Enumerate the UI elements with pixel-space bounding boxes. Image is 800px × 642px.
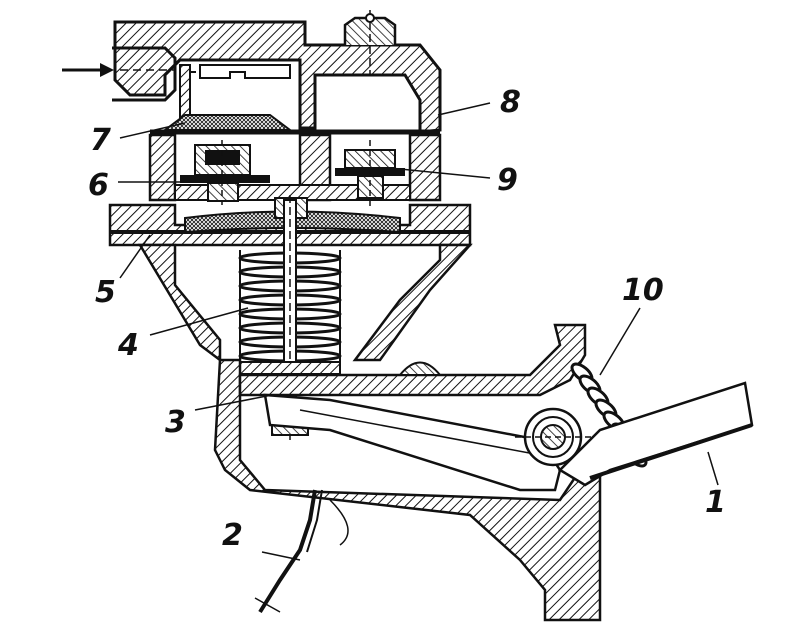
callout-4: 4 xyxy=(117,328,139,363)
callout-6: 6 xyxy=(88,168,109,203)
callout-labels: 1 2 3 4 5 6 7 8 9 10 xyxy=(88,85,726,553)
callout-5: 5 xyxy=(95,275,116,310)
callout-3: 3 xyxy=(165,405,186,440)
lever-housing xyxy=(213,323,602,622)
pump-cover xyxy=(112,10,442,134)
fuel-inlet-arrow xyxy=(62,63,175,77)
inlet-valve xyxy=(180,140,270,205)
lever-pivot xyxy=(515,407,595,467)
hand-priming-lever xyxy=(254,489,349,614)
callout-9: 9 xyxy=(497,163,518,198)
valve-housing xyxy=(148,133,442,202)
callout-2: 2 xyxy=(222,518,243,553)
outlet-valve xyxy=(335,140,405,210)
callout-1: 1 xyxy=(705,485,726,520)
callout-8: 8 xyxy=(500,85,521,120)
callout-10: 10 xyxy=(622,273,664,308)
lower-housing xyxy=(137,243,473,363)
drive-lever-arm xyxy=(557,381,754,487)
inner-lever xyxy=(263,393,562,492)
filter-screen xyxy=(150,114,440,135)
callout-7: 7 xyxy=(90,123,111,158)
leader-lines xyxy=(118,102,719,561)
